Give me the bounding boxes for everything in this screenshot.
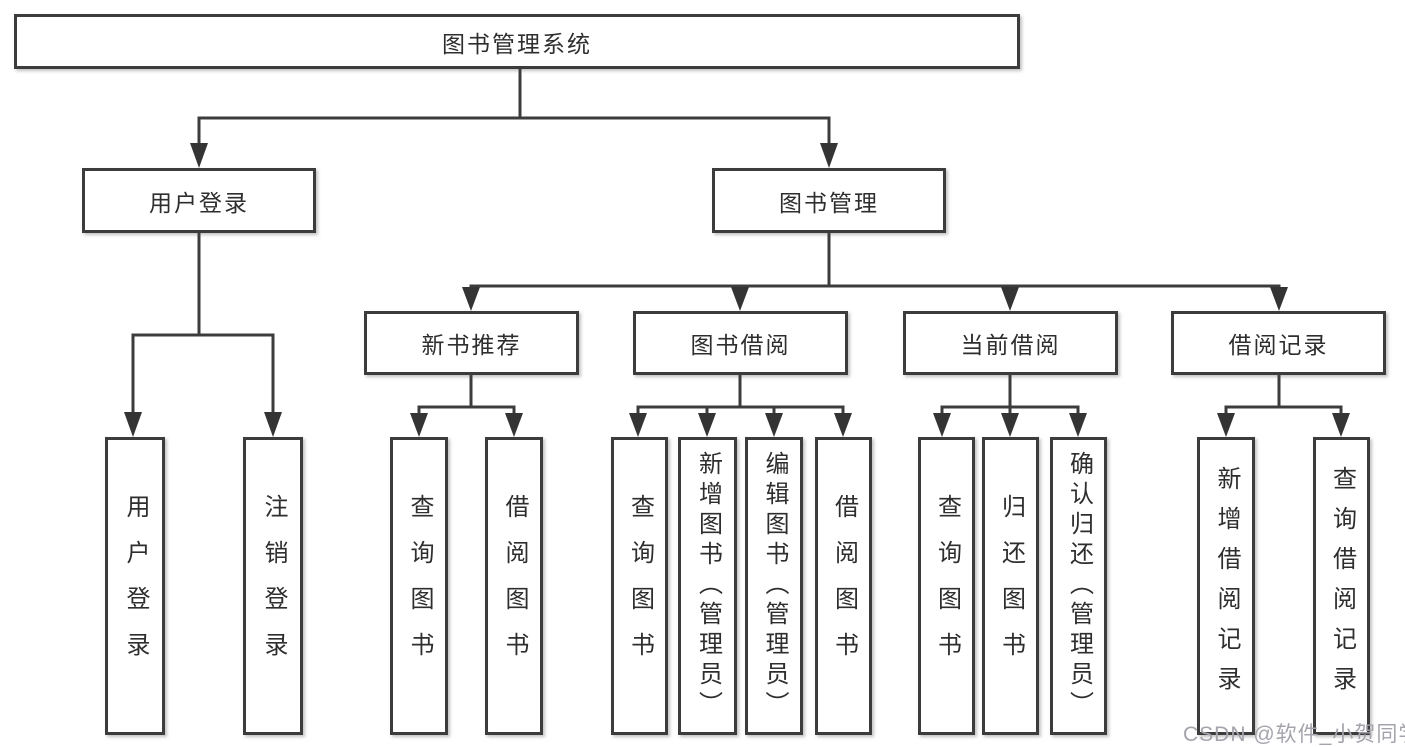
node-label: 归还图书 bbox=[997, 494, 1025, 678]
node-label: 用户登录 bbox=[122, 494, 149, 678]
node-leaf-query-borrow-record: 查询借阅记录 bbox=[1313, 437, 1370, 735]
node-leaf-add-borrow-record: 新增借阅记录 bbox=[1197, 437, 1255, 735]
node-leaf-edit-books-admin: 编辑图书（管理员） bbox=[745, 437, 803, 735]
node-label: 编辑图书（管理员） bbox=[761, 451, 788, 721]
node-label: 查询借阅记录 bbox=[1328, 466, 1356, 706]
csdn-watermark: CSDN @软件_小贺同学 bbox=[1183, 723, 1405, 746]
arrowheads bbox=[124, 143, 1350, 437]
node-user-login: 用户登录 bbox=[82, 168, 316, 233]
node-label: 确认归还（管理员） bbox=[1065, 451, 1093, 721]
node-label: 注销登录 bbox=[260, 494, 287, 678]
node-label: 借阅图书 bbox=[830, 494, 858, 678]
node-label: 新书推荐 bbox=[421, 332, 522, 358]
node-label: 查询图书 bbox=[626, 494, 654, 678]
node-label: 新增借阅记录 bbox=[1213, 466, 1240, 706]
node-label: 当前借阅 bbox=[960, 332, 1061, 358]
node-label: 查询图书 bbox=[406, 494, 433, 678]
node-leaf-return-books: 归还图书 bbox=[982, 437, 1039, 735]
node-book-management: 图书管理 bbox=[712, 168, 946, 233]
node-label: 新增图书（管理员） bbox=[694, 451, 722, 721]
node-current-borrowing: 当前借阅 bbox=[903, 311, 1118, 375]
node-library-system: 图书管理系统 bbox=[14, 14, 1020, 69]
node-leaf-query-books-current: 查询图书 bbox=[918, 437, 975, 735]
node-leaf-user-login: 用户登录 bbox=[105, 437, 165, 735]
node-leaf-query-books-recommend: 查询图书 bbox=[390, 437, 448, 735]
node-leaf-logout: 注销登录 bbox=[243, 437, 303, 735]
node-leaf-confirm-return-admin: 确认归还（管理员） bbox=[1050, 437, 1107, 735]
node-label: 图书借阅 bbox=[690, 332, 791, 358]
node-label: 图书管理 bbox=[779, 189, 879, 216]
node-label: 用户登录 bbox=[149, 189, 249, 216]
node-label: 图书管理系统 bbox=[442, 30, 592, 57]
node-leaf-add-books-admin: 新增图书（管理员） bbox=[678, 437, 737, 735]
node-new-book-recommend: 新书推荐 bbox=[364, 311, 579, 375]
node-borrow-records: 借阅记录 bbox=[1171, 311, 1386, 375]
node-leaf-borrow-books: 借阅图书 bbox=[815, 437, 872, 735]
node-label: 借阅图书 bbox=[501, 494, 528, 678]
node-book-borrowing: 图书借阅 bbox=[633, 311, 848, 375]
node-label: 借阅记录 bbox=[1228, 332, 1329, 358]
node-leaf-borrow-books-recommend: 借阅图书 bbox=[485, 437, 543, 735]
node-leaf-query-books-borrowing: 查询图书 bbox=[611, 437, 668, 735]
node-label: 查询图书 bbox=[933, 494, 961, 678]
